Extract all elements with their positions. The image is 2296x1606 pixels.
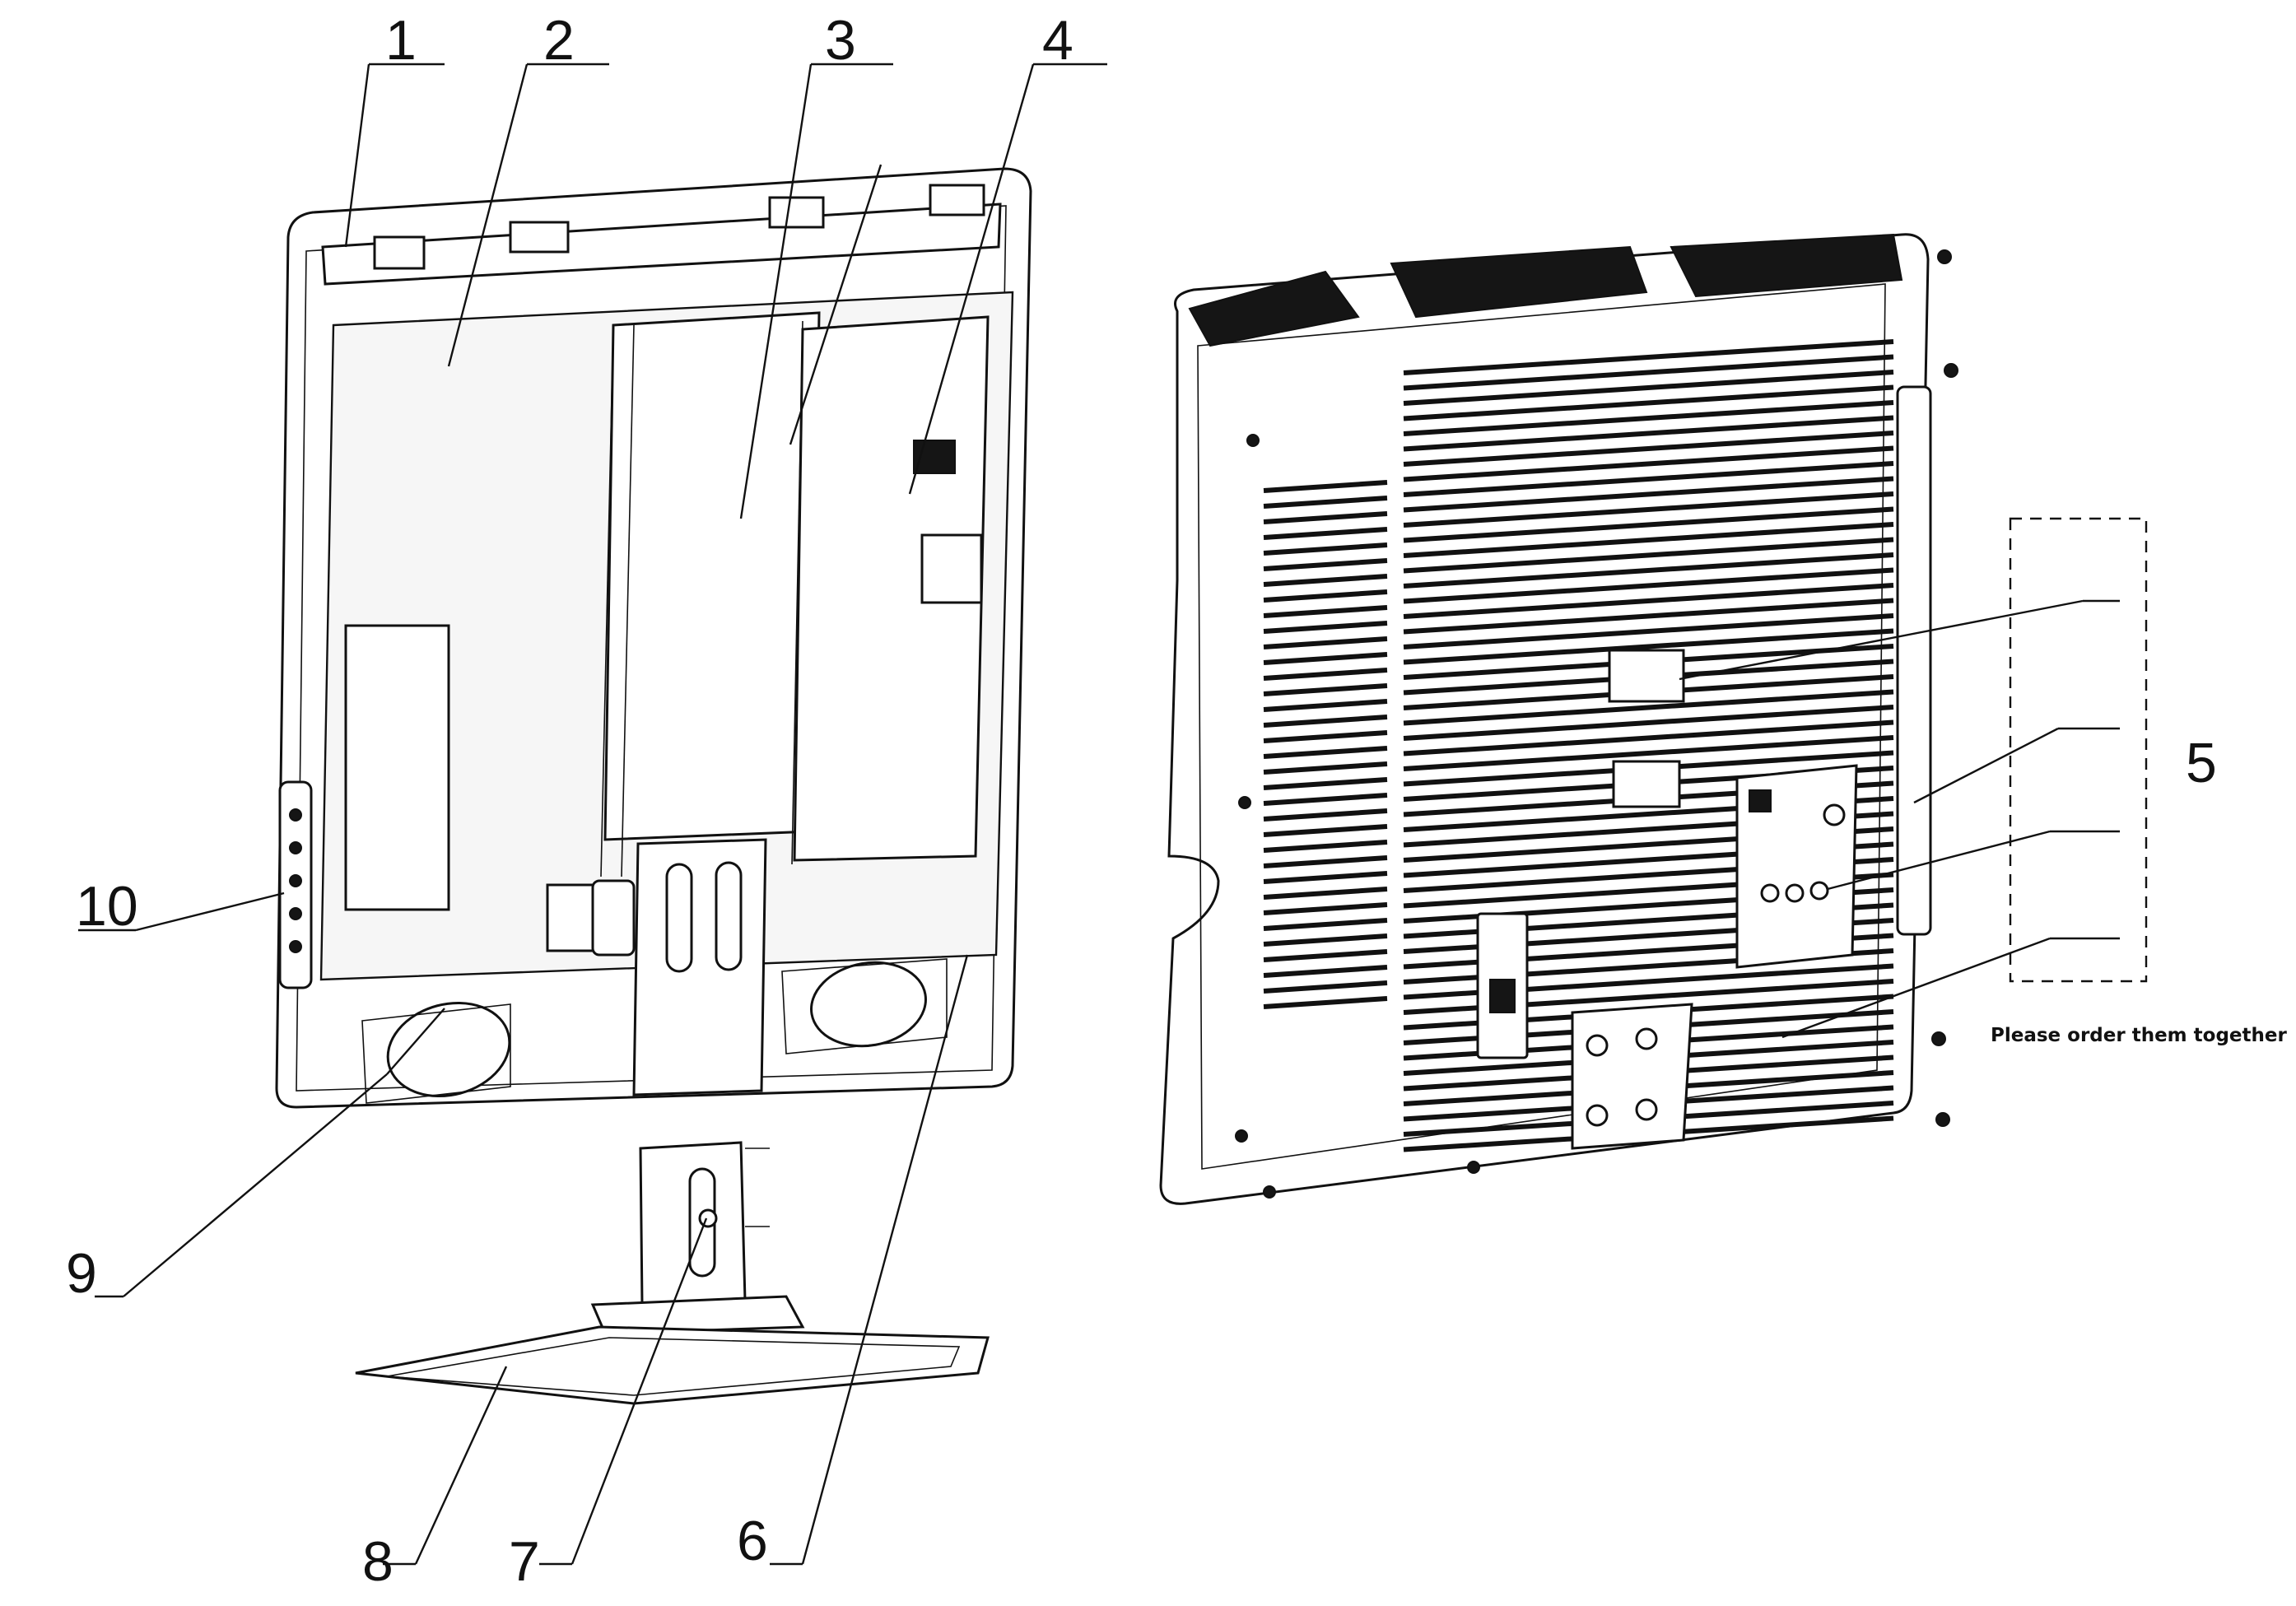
grille-slot	[1263, 871, 1388, 884]
grille-slot	[1263, 621, 1388, 634]
grille-slot	[1403, 370, 1894, 406]
grille-slot	[1403, 719, 1894, 756]
grille-slot	[1403, 384, 1894, 421]
grille-slot	[1263, 730, 1388, 743]
rear-cover	[1159, 233, 1958, 1205]
grille-slot	[1403, 552, 1894, 589]
grille-slot	[1263, 542, 1388, 556]
grille-slot	[1263, 589, 1388, 603]
grille-slot	[1403, 537, 1894, 574]
grille-slot	[1263, 980, 1388, 994]
grille-slot	[1403, 491, 1894, 528]
grille-slot	[1403, 689, 1894, 726]
grille-slot	[1403, 613, 1894, 649]
order-together-box	[2009, 517, 2148, 983]
callout-labels: 1 2 3 4 5 6 7 8 9 10 Please order them t…	[66, 9, 2287, 1593]
callout-1: 1	[385, 9, 417, 72]
grille-slot	[1403, 522, 1894, 558]
grille-slot	[1263, 496, 1388, 509]
grille-slot	[1263, 777, 1388, 790]
grille-slot	[1403, 354, 1894, 391]
callout-4: 4	[1042, 9, 1073, 72]
grille-slot	[1263, 918, 1388, 931]
callout-6: 6	[737, 1510, 768, 1572]
grille-slot	[1263, 558, 1388, 571]
grille-slot	[1263, 840, 1388, 853]
grille-slot	[1403, 567, 1894, 604]
callout-2: 2	[543, 9, 575, 72]
grille-slot	[1403, 445, 1894, 482]
grille-slot	[1403, 735, 1894, 771]
callout-5: 5	[2186, 732, 2217, 794]
callout-7: 7	[509, 1530, 540, 1593]
order-together-note: Please order them together	[1991, 1025, 2287, 1046]
rear-grille-left	[1263, 480, 1388, 1009]
rear-grille	[1403, 339, 1894, 1152]
callout-9: 9	[66, 1242, 97, 1305]
grille-slot	[1403, 431, 1894, 467]
grille-slot	[1263, 887, 1388, 900]
grille-slot	[1403, 476, 1894, 513]
grille-slot	[1263, 996, 1388, 1009]
grille-slot	[1263, 902, 1388, 915]
grille-slot	[1403, 415, 1894, 452]
grille-slot	[1263, 652, 1388, 665]
grille-slot	[1403, 628, 1894, 665]
front-assembly	[275, 167, 1032, 1109]
grille-slot	[1403, 583, 1894, 619]
grille-slot	[1263, 761, 1388, 775]
grille-slot	[1263, 965, 1388, 978]
grille-slot	[1263, 933, 1388, 947]
grille-slot	[1263, 511, 1388, 524]
grille-slot	[1403, 598, 1894, 635]
grille-slot	[1263, 699, 1388, 712]
grille-slot	[1403, 461, 1894, 497]
grille-slot	[1403, 705, 1894, 741]
grille-slot	[1403, 339, 1894, 375]
grille-slot	[1263, 824, 1388, 837]
callout-8: 8	[362, 1530, 394, 1593]
grille-slot	[1263, 793, 1388, 806]
grille-slot	[1263, 480, 1388, 493]
grille-slot	[1403, 400, 1894, 436]
grille-slot	[1263, 715, 1388, 728]
callout-3: 3	[825, 9, 856, 72]
grille-slot	[1263, 574, 1388, 587]
callout-10: 10	[76, 875, 138, 938]
grille-slot	[1263, 683, 1388, 696]
grille-slot	[1403, 506, 1894, 543]
stand-assembly	[355, 1141, 990, 1405]
grille-slot	[1263, 949, 1388, 962]
grille-slot	[1263, 668, 1388, 681]
grille-slot	[1263, 808, 1388, 822]
grille-slot	[1263, 746, 1388, 759]
leader-lines	[78, 63, 2120, 1566]
grille-slot	[1263, 855, 1388, 868]
grille-slot	[1263, 527, 1388, 540]
grille-slot	[1263, 605, 1388, 618]
grille-slot	[1263, 636, 1388, 649]
